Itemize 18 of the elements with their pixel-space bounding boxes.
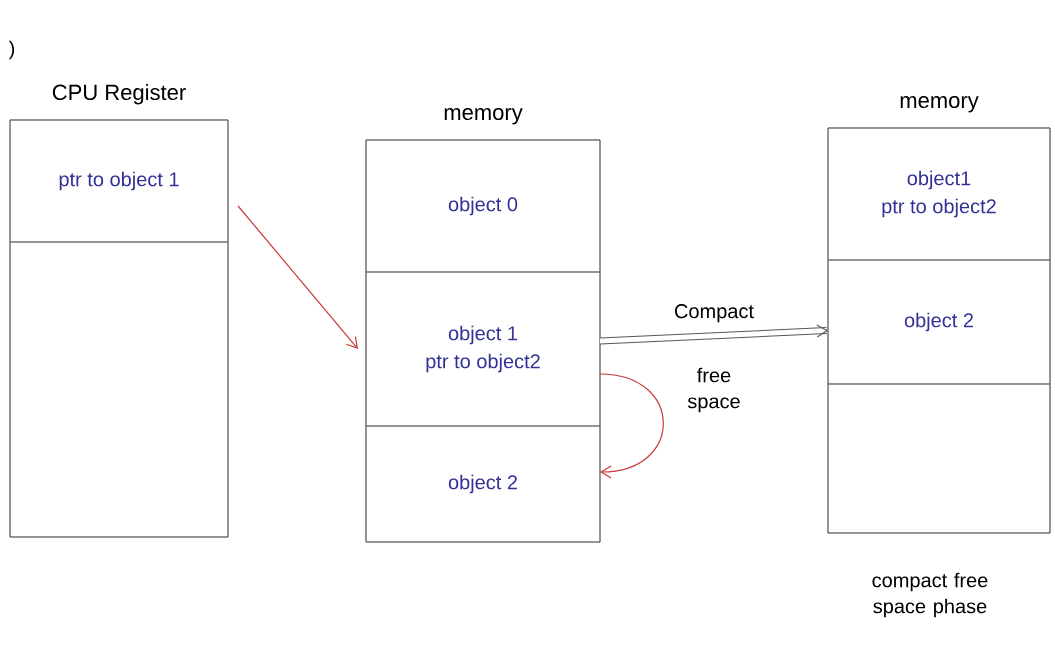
arrow: [237, 205, 358, 349]
empty-cell: [9, 241, 229, 538]
memory-cell: ptr to object 1: [9, 119, 229, 243]
curved-arrow: [599, 373, 664, 479]
edge-label: Compact: [675, 304, 754, 323]
node-label: memory: [444, 108, 523, 125]
memory-cell: object1 ptr to object2: [827, 127, 1051, 261]
note-text: compact free space phase: [872, 572, 988, 618]
memory-cell: object 0: [365, 139, 601, 273]
note-text: free space: [687, 367, 740, 413]
empty-cell: [827, 383, 1051, 534]
note-text: ): [8, 40, 15, 60]
memory-cell: object 1 ptr to object2: [365, 271, 601, 427]
node-label: CPU Register: [52, 83, 186, 105]
memory-cell: object 2: [365, 425, 601, 543]
node-label: memory: [900, 96, 979, 113]
double-arrow: [599, 324, 828, 345]
memory-cell: object 2: [827, 259, 1051, 385]
